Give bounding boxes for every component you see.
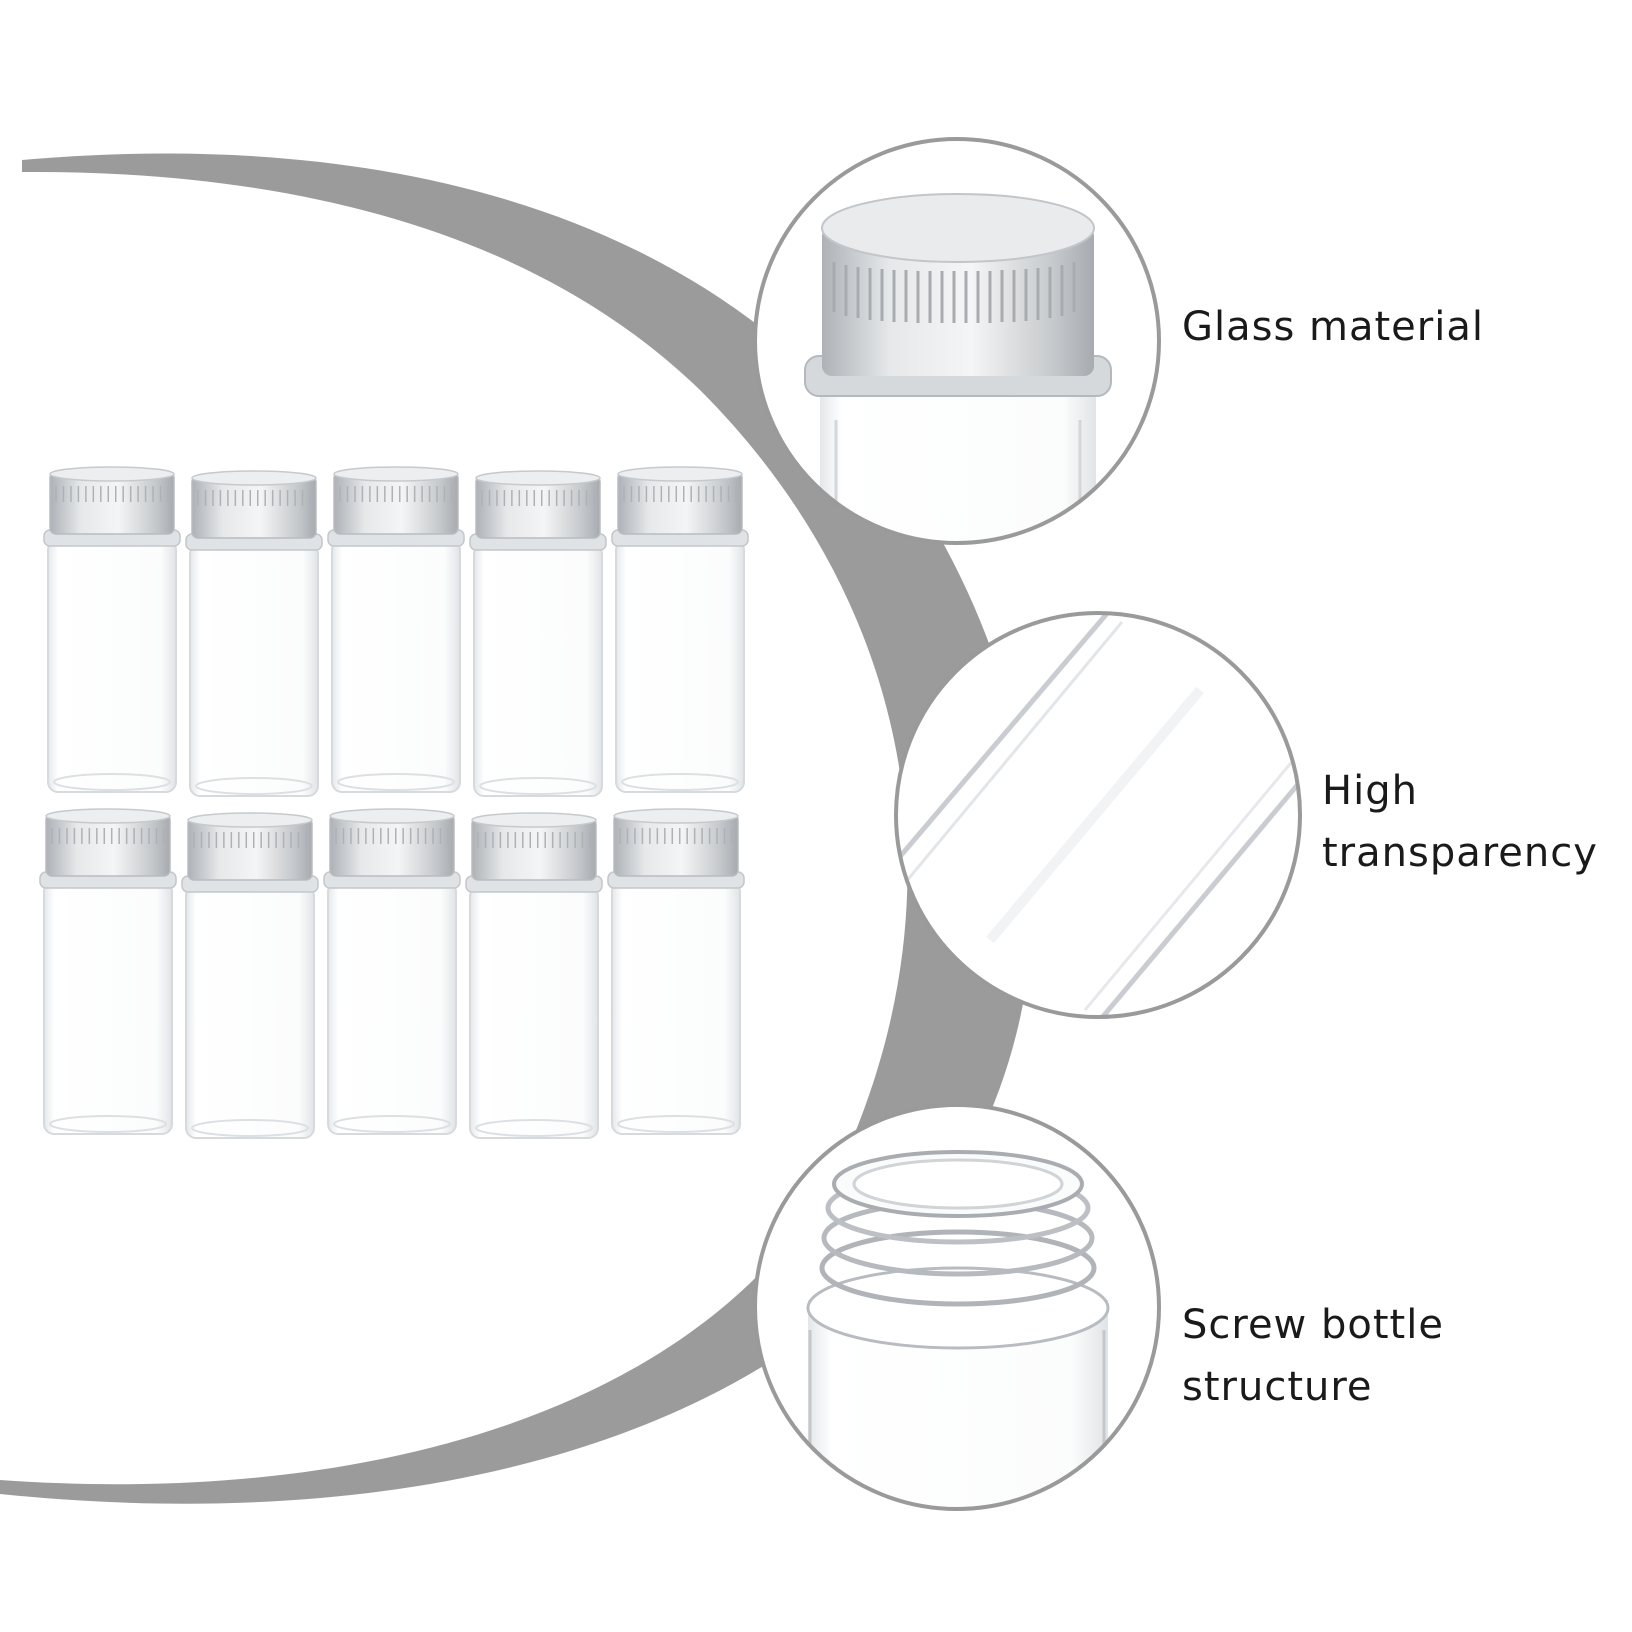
vial-icon [323, 808, 461, 1135]
vial-icon [607, 808, 745, 1135]
vial-icon [39, 808, 177, 1135]
vial-icon [43, 466, 181, 793]
vial-icon [465, 812, 603, 1139]
feature-label-line: transparency [1322, 830, 1598, 876]
screw-thread-closeup-icon [753, 1103, 1161, 1511]
feature-label-high-transparency: High transparency [1322, 760, 1598, 884]
feature-label-glass-material: Glass material [1182, 296, 1484, 358]
vial-icon [469, 470, 607, 797]
feature-label-line: Screw bottle [1182, 1302, 1444, 1348]
feature-label-line: Glass material [1182, 304, 1484, 350]
aluminum-cap-closeup-icon [753, 137, 1161, 545]
feature-label-screw-bottle-structure: Screw bottle structure [1182, 1294, 1444, 1418]
vial-icon [185, 470, 323, 797]
feature-label-line: structure [1182, 1364, 1373, 1410]
vial-icon [611, 466, 749, 793]
vial-icon [327, 466, 465, 793]
vial-icon [181, 812, 319, 1139]
feature-label-line: High [1322, 768, 1418, 814]
vial-grid [39, 466, 749, 1139]
glass-wall-closeup-icon [894, 611, 1302, 1019]
